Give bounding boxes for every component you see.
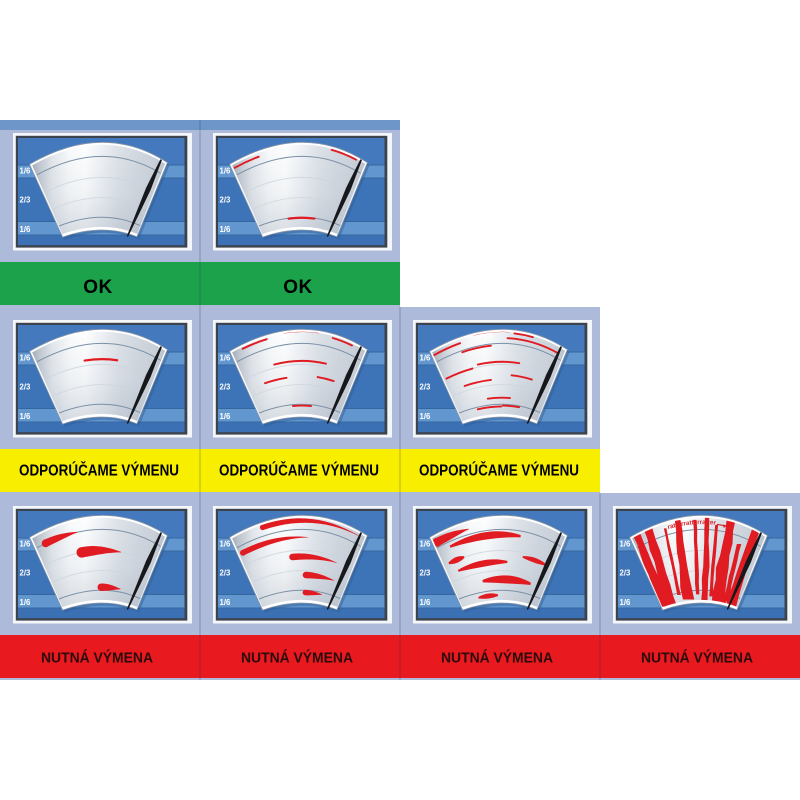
svg-text:NUTNÁ VÝMENA: NUTNÁ VÝMENA: [41, 649, 154, 667]
svg-text:NUTNÁ VÝMENA: NUTNÁ VÝMENA: [241, 649, 354, 667]
svg-text:NUTNÁ VÝMENA: NUTNÁ VÝMENA: [441, 649, 554, 667]
svg-text:ODPORÚČAME VÝMENU: ODPORÚČAME VÝMENU: [19, 460, 179, 479]
svg-text:ODPORÚČAME VÝMENU: ODPORÚČAME VÝMENU: [219, 460, 379, 479]
svg-text:OK: OK: [283, 277, 313, 298]
svg-text:OK: OK: [83, 277, 113, 298]
svg-text:NUTNÁ VÝMENA: NUTNÁ VÝMENA: [641, 649, 754, 667]
svg-text:ODPORÚČAME VÝMENU: ODPORÚČAME VÝMENU: [419, 460, 579, 479]
